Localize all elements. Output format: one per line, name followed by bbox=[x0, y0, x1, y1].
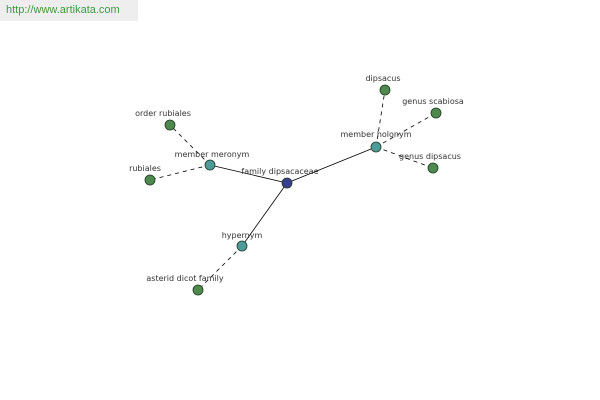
node-asterid-dicot-family[interactable] bbox=[192, 284, 204, 296]
site-url-link[interactable]: http://www.artikata.com bbox=[6, 4, 120, 16]
edge-hypernym-to-asterid-dicot-family bbox=[197, 245, 243, 291]
edge-member-holonym-to-genus-dipsacus bbox=[375, 146, 434, 169]
edge-member-holonym-to-dipsacus bbox=[375, 89, 386, 148]
node-label-member-meronym[interactable]: member meronym bbox=[175, 150, 250, 159]
node-label-member-holonym[interactable]: member holonym bbox=[340, 130, 411, 139]
node-label-order-rubiales[interactable]: order rubiales bbox=[135, 109, 191, 118]
node-label-asterid-dicot-family[interactable]: asterid dicot family bbox=[146, 274, 223, 283]
node-family[interactable] bbox=[281, 177, 293, 189]
node-hypernym[interactable] bbox=[236, 240, 248, 252]
labels-layer: family dipsacaceae member meronym member h… bbox=[129, 74, 464, 283]
node-label-genus-dipsacus[interactable]: genus dipsacus bbox=[399, 152, 461, 161]
node-label-family[interactable]: family dipsacaceae bbox=[241, 167, 318, 176]
edge-member-meronym-to-rubiales bbox=[149, 164, 211, 181]
node-genus-scabiosa[interactable] bbox=[430, 107, 442, 119]
node-label-rubiales[interactable]: rubiales bbox=[129, 164, 161, 173]
edges-layer bbox=[149, 89, 437, 291]
edge-family-to-member-meronym bbox=[209, 164, 288, 184]
edge-member-holonym-to-genus-scabiosa bbox=[375, 112, 437, 148]
node-label-dipsacus[interactable]: dipsacus bbox=[365, 74, 400, 83]
node-member-holonym[interactable] bbox=[370, 141, 382, 153]
node-label-hypernym[interactable]: hypernym bbox=[222, 231, 263, 240]
site-banner: http://www.artikata.com bbox=[0, 0, 138, 21]
node-order-rubiales[interactable] bbox=[164, 119, 176, 131]
edge-family-to-member-holonym bbox=[286, 146, 377, 184]
edge-family-to-hypernym bbox=[241, 182, 288, 247]
node-rubiales[interactable] bbox=[144, 174, 156, 186]
edge-member-meronym-to-order-rubiales bbox=[169, 124, 211, 166]
node-dipsacus[interactable] bbox=[379, 84, 391, 96]
node-genus-dipsacus[interactable] bbox=[427, 162, 439, 174]
node-member-meronym[interactable] bbox=[204, 159, 216, 171]
node-label-genus-scabiosa[interactable]: genus scabiosa bbox=[402, 97, 464, 106]
nodes-layer bbox=[144, 84, 442, 296]
